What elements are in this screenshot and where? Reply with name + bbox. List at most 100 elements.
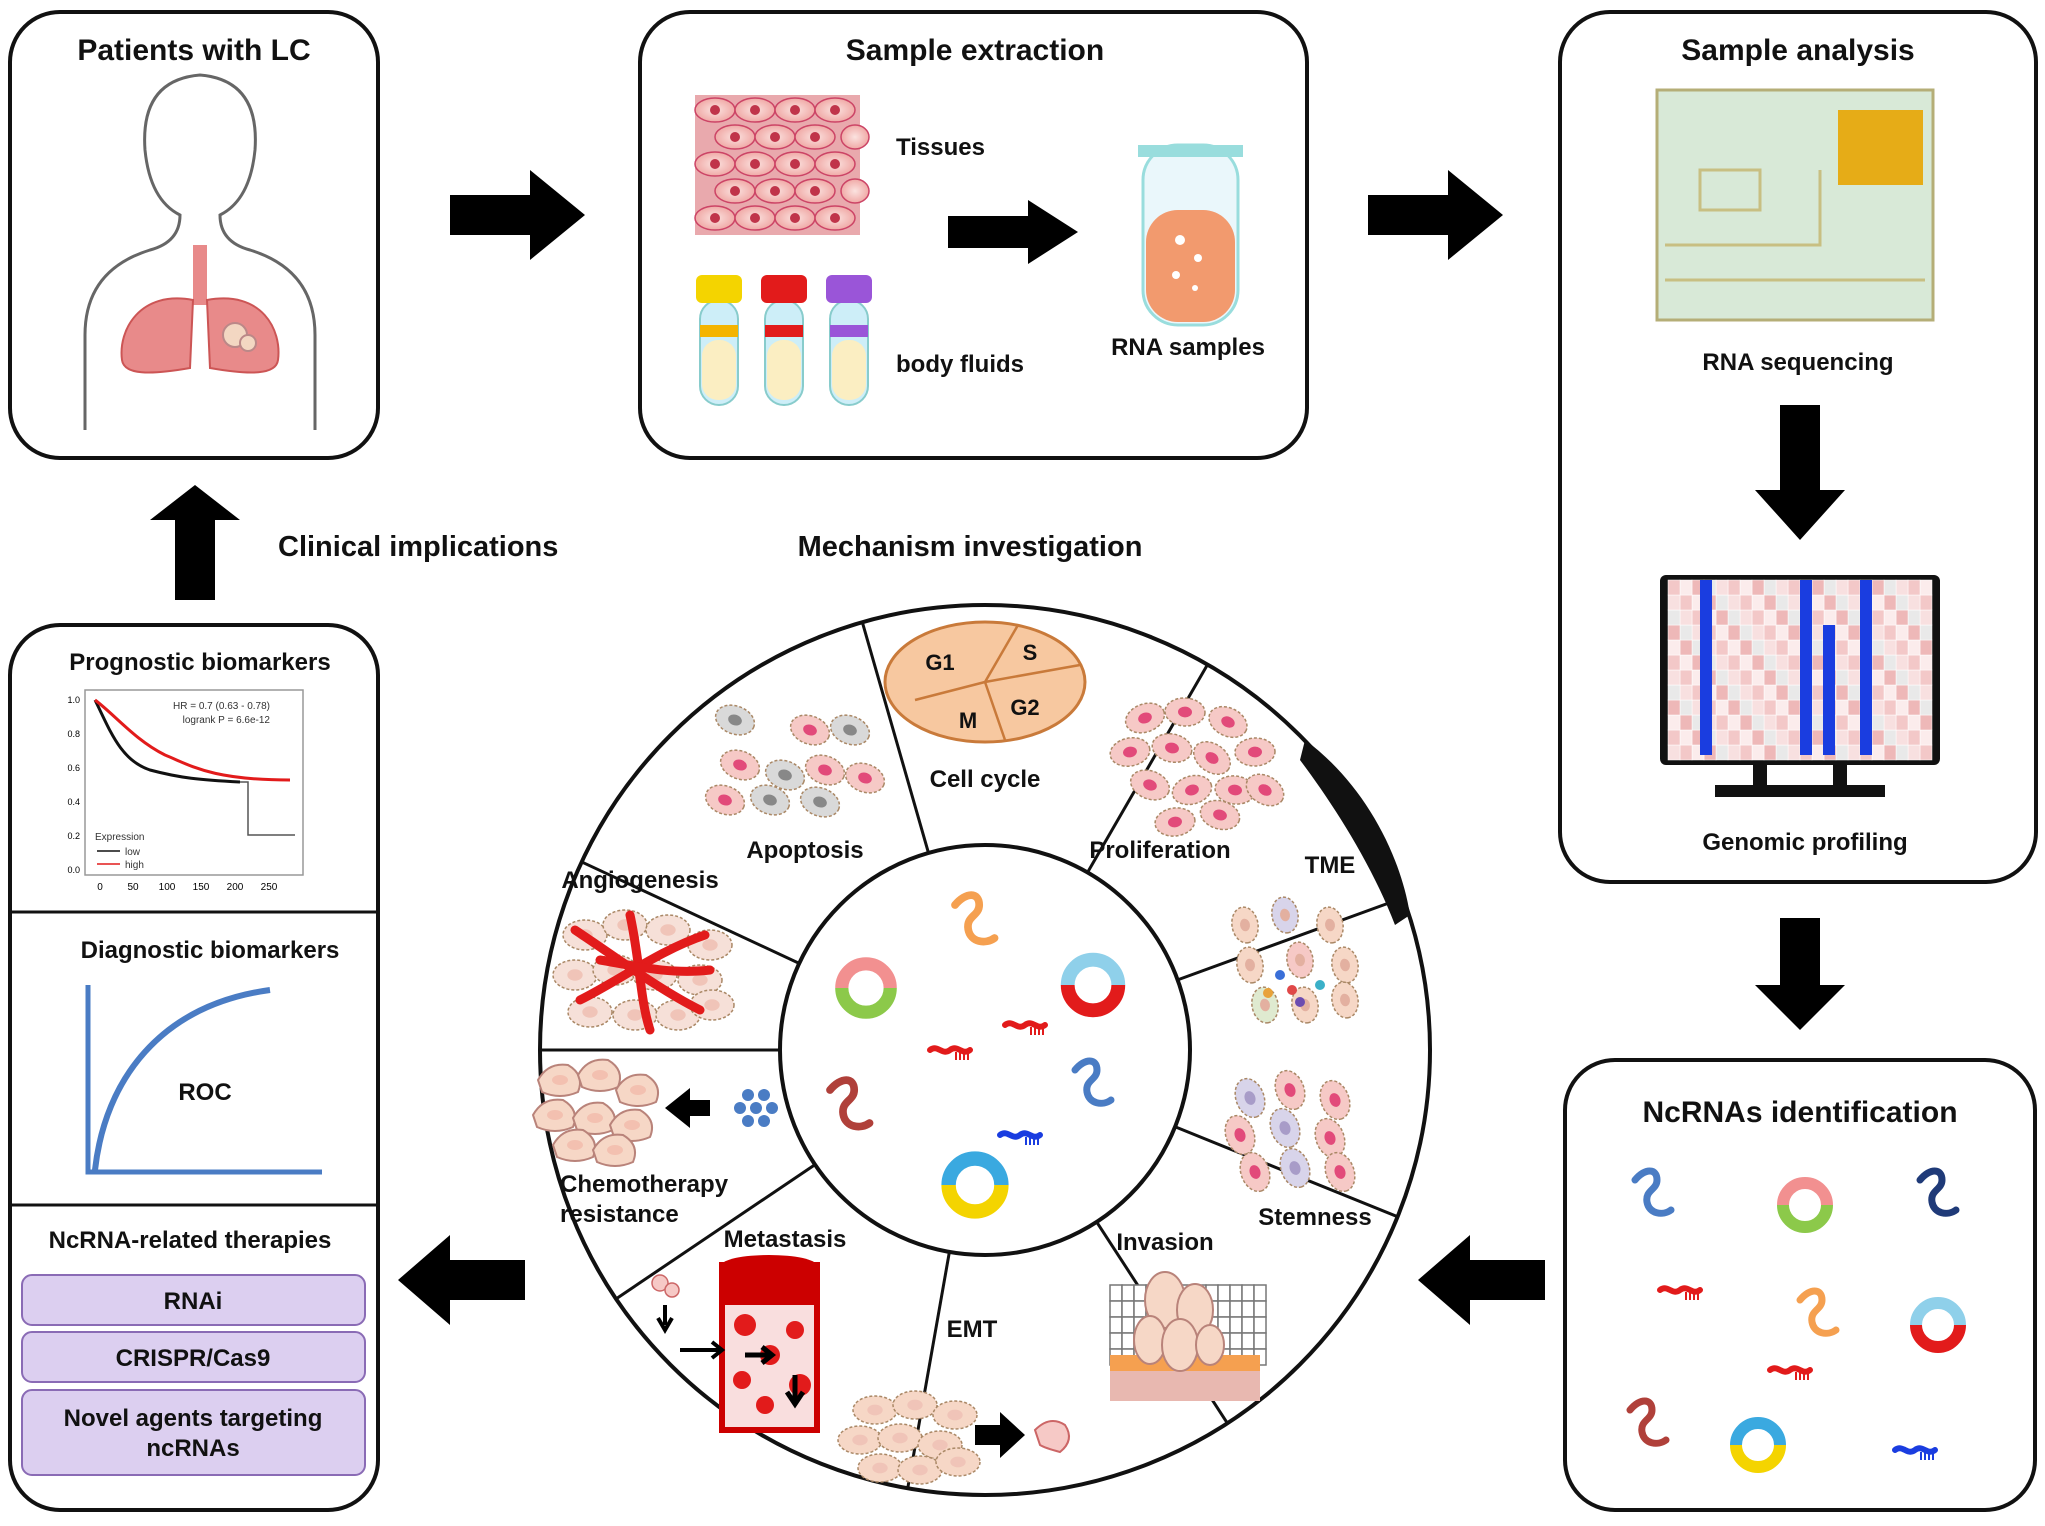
metastasis-label: Metastasis [724, 1226, 847, 1253]
heatmap-cell [1667, 684, 1681, 701]
cell-icon [1151, 732, 1193, 764]
lncrna-icon [1071, 1057, 1115, 1107]
human-silhouette-icon [83, 73, 317, 430]
heatmap-cell [1715, 654, 1729, 671]
heatmap-cell [1715, 744, 1729, 761]
heatmap-cell [1715, 639, 1729, 656]
heatmap-cell [1775, 594, 1789, 611]
sequencing-chip-icon [1655, 88, 1935, 322]
heatmap-cell [1787, 624, 1801, 641]
therapy-crispr: CRISPR/Cas9 [21, 1331, 366, 1383]
matrix-cell [1241, 1300, 1255, 1318]
heatmap-cell [1727, 639, 1741, 656]
heatmap-cell [1919, 669, 1933, 686]
mirna-icon [997, 1130, 1043, 1145]
heatmap-cell [1811, 729, 1825, 746]
heatmap-cell [1679, 639, 1693, 656]
heatmap-cell [1739, 729, 1753, 746]
heatmap-cell [1919, 654, 1933, 671]
wheel-spoke [581, 860, 800, 965]
heatmap-cell [1679, 714, 1693, 731]
cell-icon [1208, 705, 1248, 739]
immune-particle [1263, 988, 1273, 998]
heatmap-cell [1679, 684, 1693, 701]
km-ytick: 0.8 [67, 729, 80, 739]
heatmap-cell [1895, 684, 1909, 701]
heatmap-cell [1919, 684, 1933, 701]
apoptosis-label: Apoptosis [746, 837, 863, 864]
cell-icon [552, 959, 598, 991]
heatmap-cell [1775, 714, 1789, 731]
heatmap-cell [1847, 609, 1861, 626]
arrow-up-clinical [150, 485, 240, 600]
heatmap-cell [1871, 609, 1885, 626]
heatmap-cell [1727, 684, 1741, 701]
matrix-cell [1121, 1300, 1135, 1318]
heatmap-cell [1907, 744, 1921, 761]
heatmap-cell [1727, 609, 1741, 626]
panel-clinical-implications: Prognostic biomarkers HR = 0.7 (0.63 - 0… [8, 623, 380, 1512]
resistant-cell-icon [576, 1058, 621, 1092]
cell-icon [829, 714, 871, 746]
therapy-rnai: RNAi [21, 1274, 366, 1326]
heatmap-cell [1727, 669, 1741, 686]
heatmap-cell [1907, 654, 1921, 671]
heatmap-cell [1679, 654, 1693, 671]
heatmap-cell [1811, 699, 1825, 716]
km-legend-high: high [125, 860, 144, 871]
matrix-cell [1241, 1316, 1255, 1334]
heatmap-cell [1919, 609, 1933, 626]
heatmap-cell [1847, 669, 1861, 686]
heatmap-cell [1895, 609, 1909, 626]
tme-black-wedge [1300, 740, 1410, 925]
heatmap-cell [1715, 669, 1729, 686]
cell-icon [1324, 1151, 1356, 1193]
arrow-left-from-wheel [398, 1235, 525, 1325]
arrow-left-from-ncrnas [1418, 1235, 1545, 1325]
wheel-spoke [615, 1163, 816, 1301]
cell-icon [1193, 741, 1231, 775]
heatmap-cell [1895, 594, 1909, 611]
panel-sample-analysis: Sample analysis RNA sequencing Genomic p… [1558, 10, 2038, 884]
heatmap-cell [1895, 729, 1909, 746]
heatmap-cell [1883, 639, 1897, 656]
ncrna-icons-group [1626, 1167, 1966, 1473]
heatmap-cell [1907, 609, 1921, 626]
resistant-cell-icon [571, 1101, 616, 1135]
heatmap-cell [1895, 699, 1909, 716]
circrna-icon [1777, 1177, 1833, 1233]
heatmap-cell [1871, 654, 1885, 671]
cell-icon [1199, 799, 1241, 831]
heatmap-cell [1727, 579, 1741, 596]
heatmap-cell [1739, 654, 1753, 671]
cell-icon [877, 1423, 923, 1453]
heatmap-cell [1679, 579, 1693, 596]
heatmap-cell [1763, 669, 1777, 686]
heatmap-cell [1907, 639, 1921, 656]
mechanism-investigation-label: Mechanism investigation [798, 531, 1143, 563]
heatmap-cell [1811, 714, 1825, 731]
heatmap-cell [1811, 684, 1825, 701]
cell-icon [1129, 769, 1171, 801]
heatmap-cell [1919, 699, 1933, 716]
immune-particle [1275, 970, 1285, 980]
heatmap-cell [1895, 744, 1909, 761]
heatmap-cell [1739, 624, 1753, 641]
heatmap-cell [1787, 684, 1801, 701]
heatmap-cell [1871, 684, 1885, 701]
heatmap-cell [1871, 729, 1885, 746]
heatmap-cell [1739, 684, 1753, 701]
matrix-cell [1253, 1284, 1267, 1302]
resistant-cell-icon [531, 1098, 576, 1132]
heatmap-cell [1811, 624, 1825, 641]
heatmap-cell [1847, 579, 1861, 596]
tissue-image [694, 95, 870, 235]
heatmap-cell [1775, 609, 1789, 626]
heatmap-cell [1667, 609, 1681, 626]
heatmap-cell [1847, 624, 1861, 641]
analysis-title: Sample analysis [1681, 34, 1914, 67]
heatmap-cell [1919, 639, 1933, 656]
immune-particle [1315, 980, 1325, 990]
cell-icon [1109, 736, 1151, 768]
km-xtick: 250 [261, 882, 278, 893]
